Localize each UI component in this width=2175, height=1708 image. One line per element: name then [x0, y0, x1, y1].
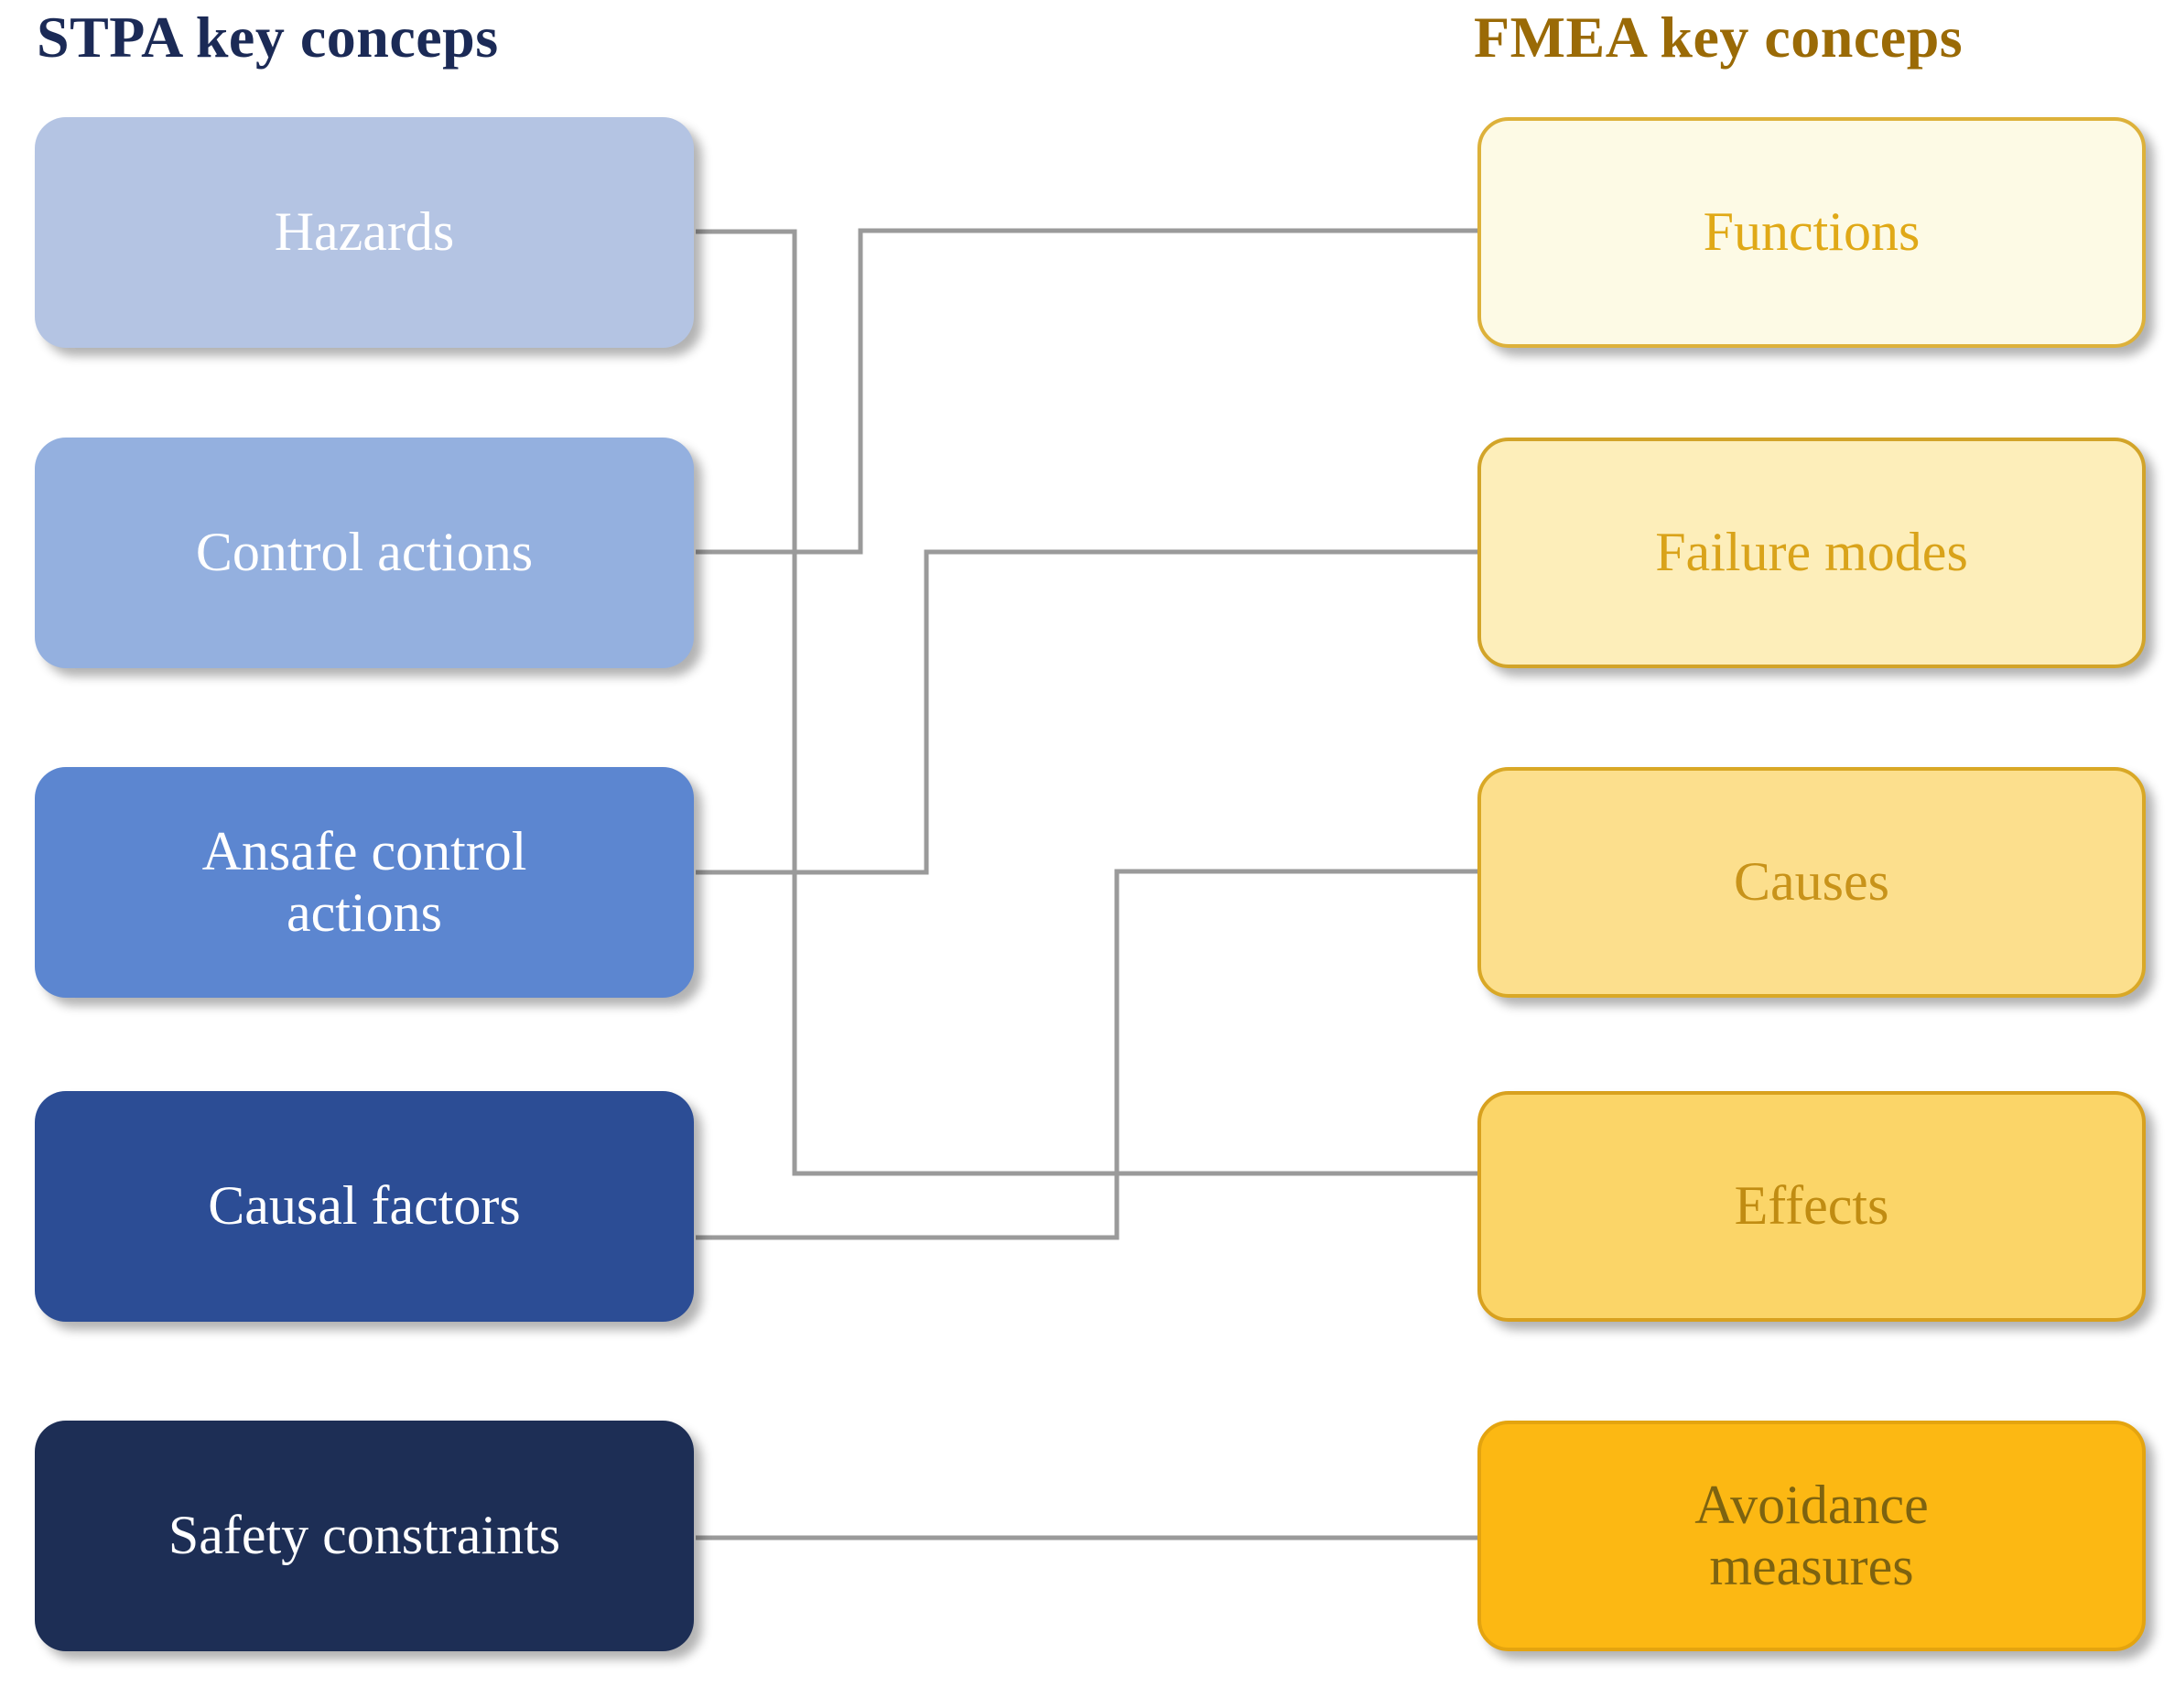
connector-hazards-to-effects — [696, 229, 1802, 1192]
node-causes[interactable]: Causes — [1477, 767, 2146, 998]
node-control-actions[interactable]: Control actions — [35, 438, 694, 668]
node-causal-factors[interactable]: Causal factors — [35, 1091, 694, 1322]
node-label-control-actions: Control actions — [195, 522, 534, 583]
node-label-hazards: Hazards — [274, 201, 455, 263]
stpa-column-title: STPA key conceps — [37, 5, 499, 70]
node-failure-modes[interactable]: Failure modes — [1477, 438, 2146, 668]
node-effects[interactable]: Effects — [1477, 1091, 2146, 1322]
node-label-causes: Causes — [1734, 851, 1889, 913]
node-label-failure-modes: Failure modes — [1655, 522, 1968, 583]
node-functions[interactable]: Functions — [1477, 117, 2146, 348]
node-label-functions: Functions — [1703, 201, 1921, 263]
node-label-effects: Effects — [1734, 1175, 1889, 1237]
node-hazards[interactable]: Hazards — [35, 117, 694, 348]
node-label-causal-factors: Causal factors — [208, 1175, 521, 1237]
node-label-safety-constraints: Safety constraints — [168, 1505, 561, 1566]
node-safety-constraints[interactable]: Safety constraints — [35, 1421, 694, 1651]
fmea-column-title: FMEA key conceps — [1474, 5, 1964, 70]
